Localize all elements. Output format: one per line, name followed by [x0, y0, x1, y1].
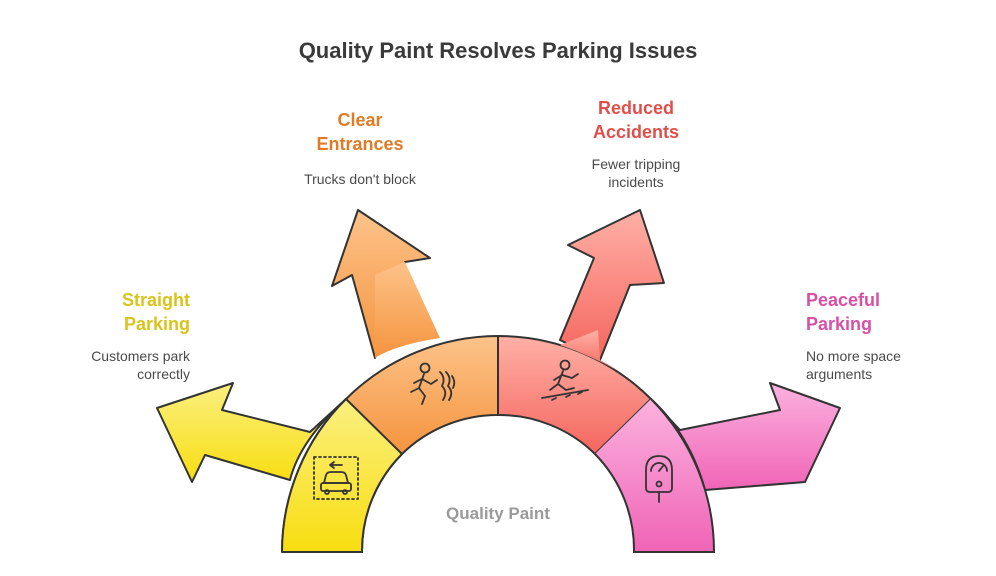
heading-line-1: Straight [121, 290, 190, 310]
tripping-person-icon [541, 359, 589, 401]
clear-entrances-description: Trucks don't block [270, 170, 450, 188]
arrow-peaceful-parking [594, 382, 841, 553]
heading-line-2: Parking [806, 314, 873, 334]
desc-line-1: Fewer tripping [591, 156, 681, 172]
diagram-title: Quality Paint Resolves Parking Issues [298, 38, 698, 63]
heading-line-1: Peaceful [806, 290, 881, 310]
desc-line-2: correctly [137, 366, 190, 382]
heading-line-1: Clear [337, 110, 383, 130]
heading-line-2: Entrances [316, 134, 404, 154]
heading-line-2: Accidents [592, 122, 680, 142]
desc-line-1: No more space [806, 348, 901, 364]
desc-line-2: incidents [608, 174, 664, 190]
arrow-reduced-accidents [497, 209, 665, 455]
peaceful-parking-description: No more space arguments [806, 347, 966, 383]
straight-parking-heading: Straight Parking [60, 288, 190, 336]
center-label: Quality Paint [446, 504, 550, 523]
peaceful-parking-heading: Peaceful Parking [806, 288, 956, 336]
desc-line-1: Customers park [91, 348, 190, 364]
running-person-icon [410, 362, 456, 405]
heading-line-1: Reduced [597, 98, 675, 118]
reduced-accidents-description: Fewer tripping incidents [561, 155, 711, 191]
heading-line-2: Parking [123, 314, 190, 334]
desc-line-1: Trucks don't block [304, 171, 416, 187]
straight-parking-description: Customers park correctly [40, 347, 190, 383]
desc-line-2: arguments [806, 366, 873, 382]
arrow-straight-parking [156, 382, 403, 553]
car-in-parking-space-icon [313, 456, 359, 500]
clear-entrances-heading: Clear Entrances [285, 108, 435, 156]
reduced-accidents-heading: Reduced Accidents [561, 96, 711, 144]
parking-meter-icon [645, 455, 673, 503]
